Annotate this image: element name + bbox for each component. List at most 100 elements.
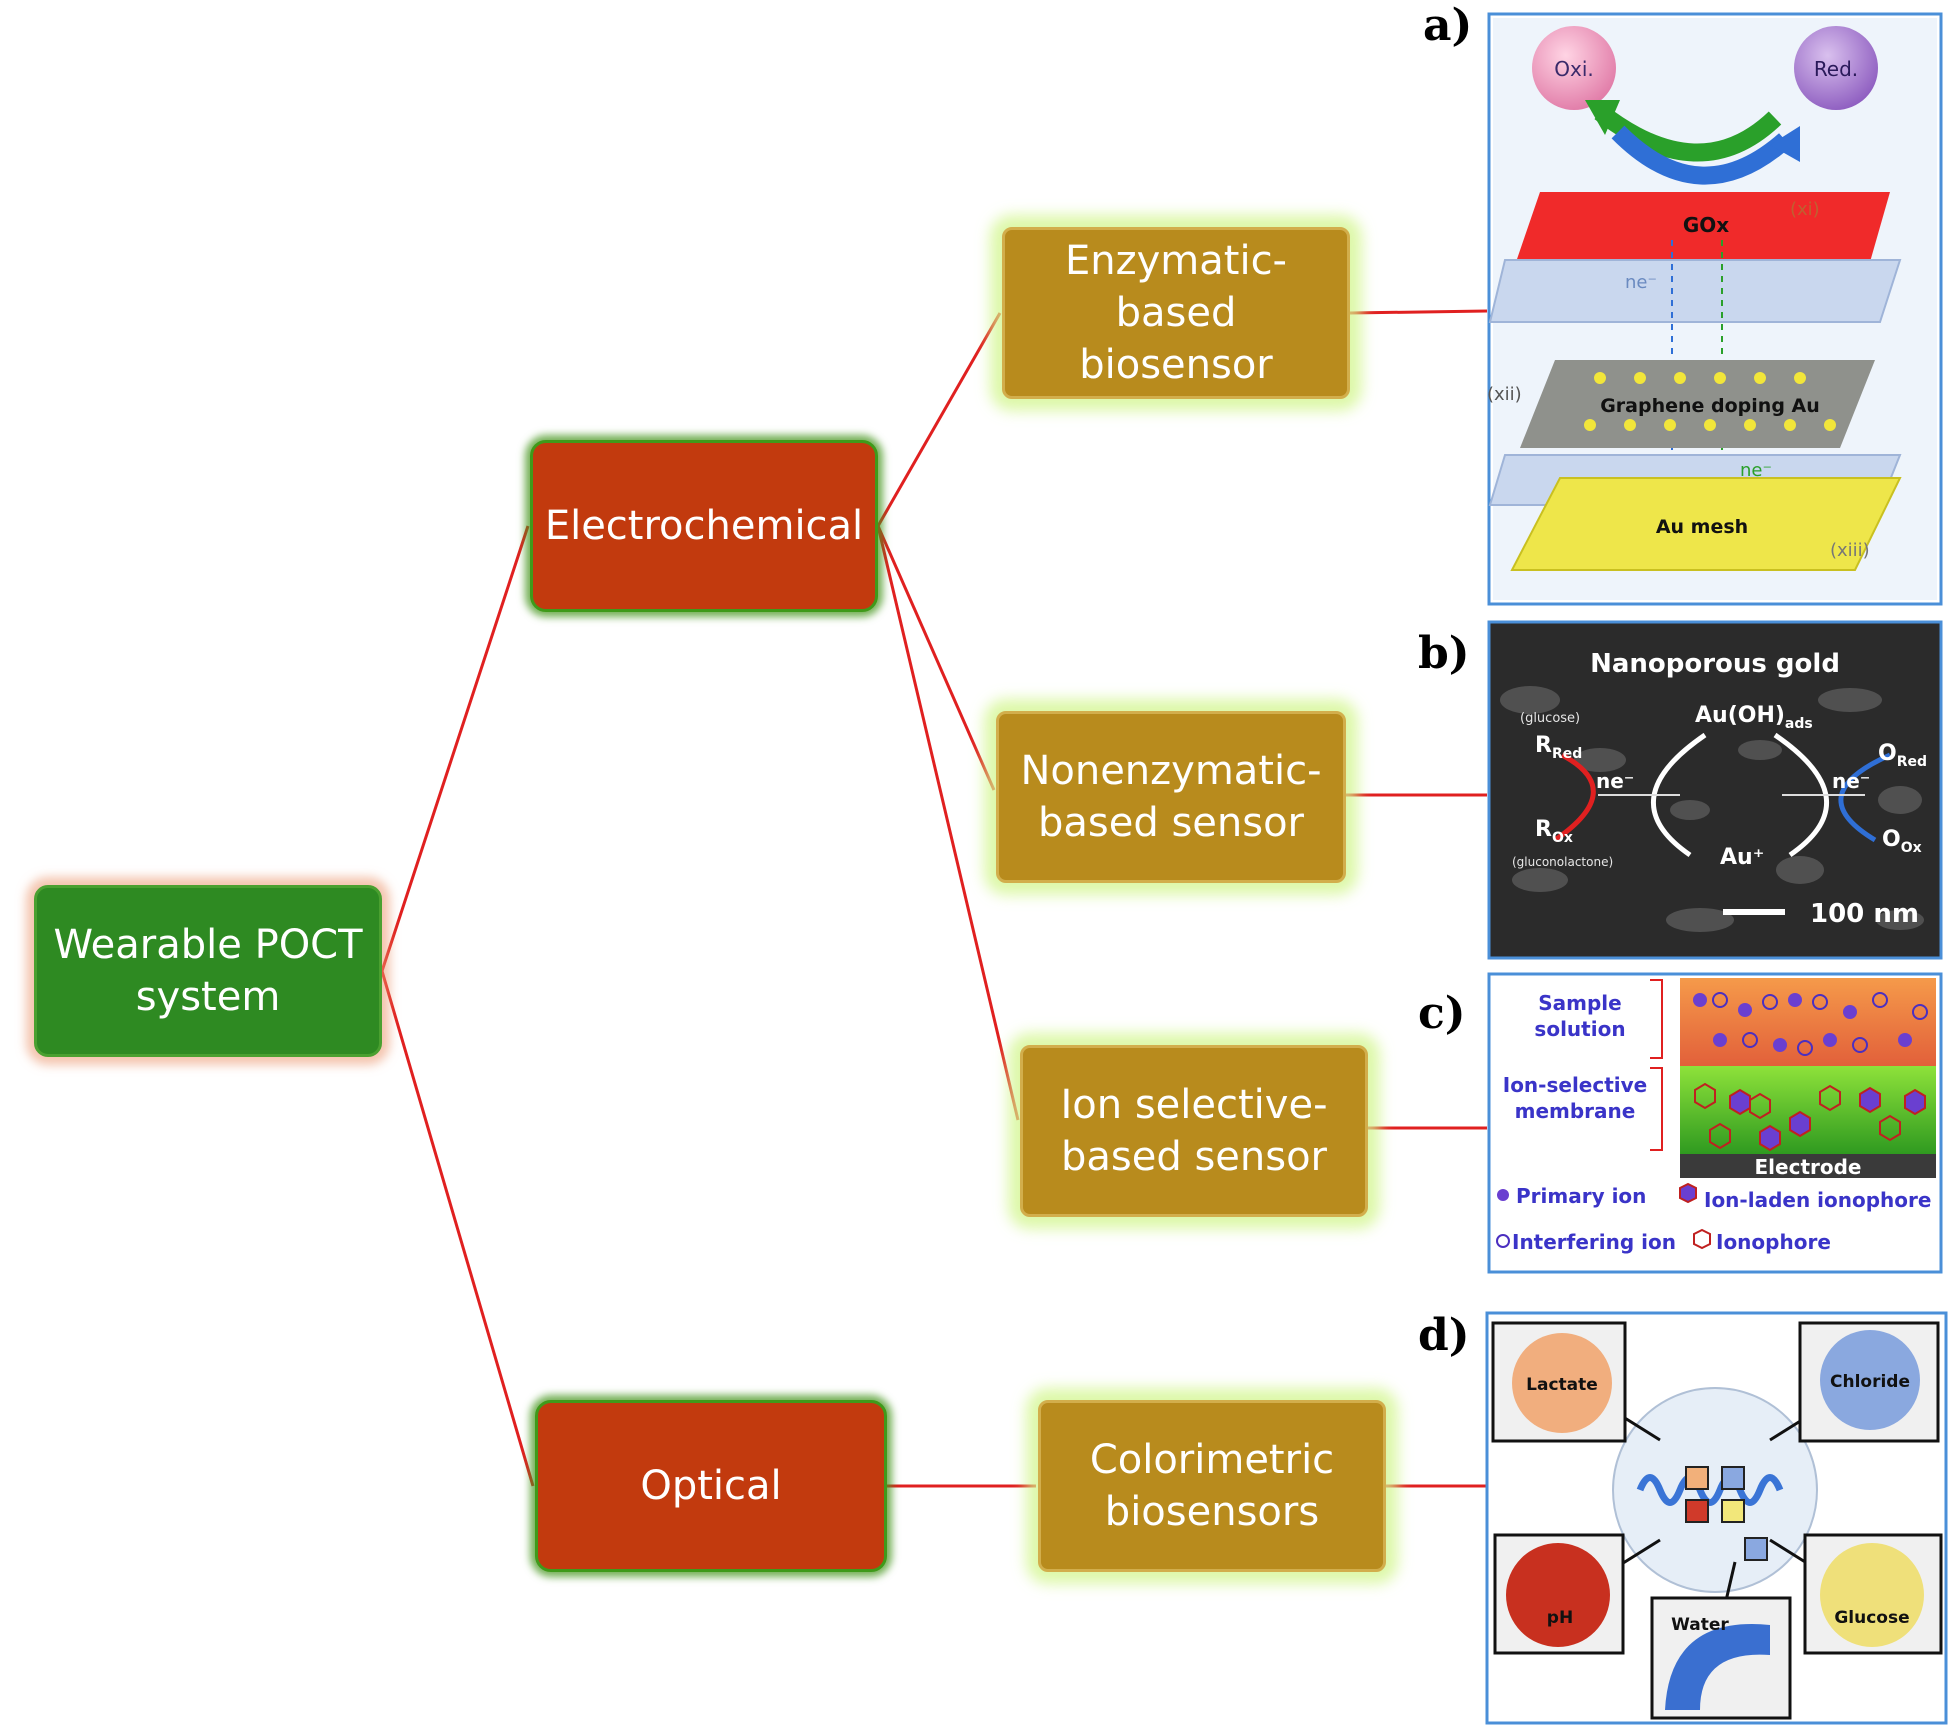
node-colorimetric-biosensors: Colorimetric biosensors [1038, 1400, 1386, 1572]
green-arrowhead [1585, 100, 1620, 135]
blue-curved-arrow [1838, 752, 1892, 843]
au-oh-sub: ads [1785, 716, 1813, 732]
center-well-lactate [1685, 1466, 1709, 1490]
panel-b-frame [1487, 620, 1943, 960]
panel-d-label: d) [1418, 1310, 1470, 1361]
o-red-label: ORed [1878, 741, 1927, 770]
ph-swatch [1506, 1543, 1610, 1647]
lactate-swatch [1512, 1333, 1612, 1433]
red-circle [1794, 26, 1878, 110]
gox-label: GOx [1683, 213, 1729, 237]
panel-a [1487, 12, 1943, 606]
gox-layer [1516, 192, 1890, 262]
panel-c-label: c) [1418, 988, 1466, 1039]
node-enzymatic-biosensor: Enzymatic-based biosensor [1002, 227, 1350, 399]
xi-label: (xi) [1790, 199, 1820, 220]
ion-laden-ionophores [1729, 1086, 1926, 1152]
xiii-label: (xiii) [1830, 540, 1870, 561]
oxi-circle [1532, 26, 1616, 110]
water-label: Water [1671, 1615, 1729, 1635]
o-ox-sub: Ox [1901, 840, 1922, 856]
microfluidic-channel [1636, 1474, 1784, 1506]
o-ox-main: O [1882, 827, 1901, 852]
membrane-bracket [1650, 1067, 1663, 1151]
panel-text: a) b) c) d) Oxi. Red. GOx (xi) ne⁻ (xii)… [1418, 0, 1931, 1635]
glucose-swatch [1820, 1543, 1924, 1647]
lactate-label: Lactate [1526, 1375, 1598, 1395]
r-ox-main: R [1535, 817, 1552, 842]
node-wearable-poct: Wearable POCT system [34, 885, 382, 1057]
au-plus-label: Au⁺ [1720, 845, 1764, 870]
legend-primary-ion: Primary ion [1516, 1184, 1646, 1208]
red-curved-arrow [1553, 752, 1596, 843]
connector-root-optical [380, 970, 535, 1487]
white-arc-right [1773, 732, 1829, 858]
xii-label: (xii) [1487, 384, 1522, 405]
au-mesh-layer [1510, 477, 1902, 571]
graphene-dots [1584, 372, 1836, 431]
center-well-chloride [1721, 1466, 1745, 1490]
legend-primary-ion-marker [1497, 1189, 1509, 1201]
blue-arrow [1611, 125, 1791, 185]
interfering-ions [1712, 992, 1928, 1056]
ion-selective-membrane-label: Ion-selective membrane [1502, 1073, 1648, 1123]
au-oh-main: Au(OH) [1695, 703, 1785, 728]
r-ox-sub: Ox [1552, 830, 1573, 846]
au-oh-label: Au(OH)ads [1695, 703, 1813, 732]
connector-electrochemical-enzymatic [876, 312, 1002, 527]
r-red-sub: Red [1552, 746, 1582, 762]
oxi-label: Oxi. [1554, 57, 1594, 81]
r-ox-label: ROx [1535, 817, 1573, 846]
center-well-glucose [1721, 1499, 1745, 1523]
primary-ions [1693, 993, 1912, 1052]
s-layer-upper [1488, 259, 1902, 323]
water-swatch [1665, 1624, 1770, 1710]
glucose-label: Glucose [1834, 1608, 1909, 1628]
white-arc-left [1651, 732, 1707, 858]
membrane-layer [1680, 1066, 1936, 1154]
legend-ionophore: Ionophore [1716, 1230, 1831, 1254]
legend-interfering-ion-marker [1496, 1234, 1510, 1248]
legend-interfering-ion: Interfering ion [1512, 1230, 1676, 1254]
sample-bracket [1650, 979, 1663, 1059]
chloride-swatch [1820, 1330, 1920, 1430]
nanoporous-title: Nanoporous gold [1590, 649, 1840, 679]
panel-c [1487, 972, 1943, 1274]
nanoporous-texture [1500, 686, 1924, 932]
ne-right-label: ne⁻ [1832, 769, 1870, 793]
o-red-main: O [1878, 741, 1897, 766]
r-red-main: R [1535, 733, 1552, 758]
node-nonenzymatic-sensor: Nonenzymatic- based sensor [996, 711, 1346, 883]
r-red-label: RRed [1535, 733, 1582, 762]
au-mesh-label: Au mesh [1656, 516, 1748, 538]
legend-ionophore-marker [1693, 1228, 1711, 1250]
connector-electrochemical-nonenzymatic [876, 525, 996, 791]
ne-label-top: ne⁻ [1625, 272, 1657, 293]
legend-ion-laden-ionophore: Ion-laden ionophore [1704, 1188, 1931, 1212]
blue-arrowhead [1770, 126, 1800, 162]
connector-enzymatic-panel-a [1349, 309, 1488, 315]
panel-b-label: b) [1418, 628, 1470, 679]
o-red-sub: Red [1897, 754, 1927, 770]
ne-left-label: ne⁻ [1596, 769, 1634, 793]
panel-b [1487, 620, 1943, 960]
electrode-label: Electrode [1755, 1155, 1862, 1179]
gluconolactone-caption: (gluconolactone) [1512, 855, 1613, 869]
connector-electrochemical-ion [876, 525, 1020, 1121]
chloride-label: Chloride [1830, 1372, 1910, 1392]
ne-label-bottom: ne⁻ [1740, 460, 1772, 481]
o-ox-label: OOx [1882, 827, 1922, 856]
electrode-layer [1680, 1154, 1936, 1178]
sample-solution-label: Sample solution [1534, 991, 1626, 1041]
center-well-water [1744, 1537, 1768, 1561]
red-label: Red. [1814, 57, 1858, 81]
ph-label: pH [1547, 1608, 1573, 1628]
panel-a-label: a) [1423, 0, 1472, 51]
panel-d [1485, 1311, 1948, 1725]
scale-bar-label: 100 nm [1810, 899, 1919, 929]
center-well-ph [1685, 1499, 1709, 1523]
connector-root-electrochemical [380, 525, 530, 972]
glucose-caption: (glucose) [1520, 711, 1580, 726]
graphene-label: Graphene doping Au [1600, 395, 1820, 417]
